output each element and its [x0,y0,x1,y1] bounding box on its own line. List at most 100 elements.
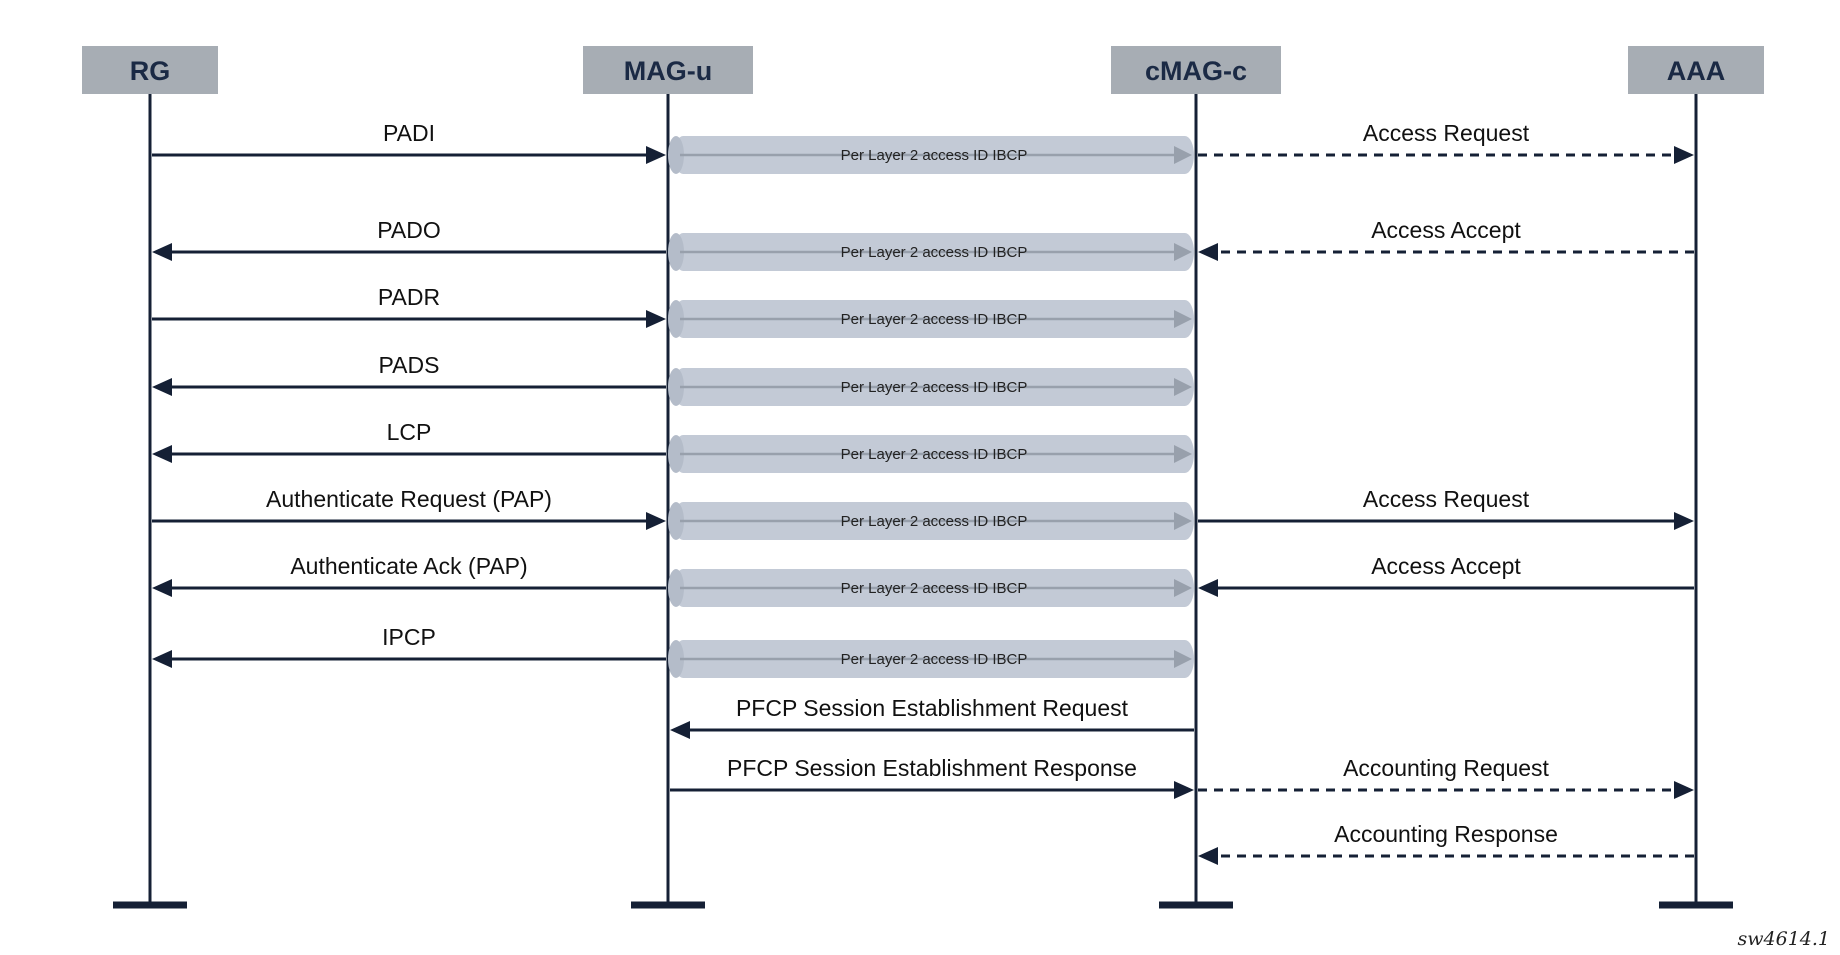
arrow-padr [152,310,666,328]
tunnel-pipe-end [668,640,684,678]
message-row-9: PFCP Session Establishment Request [670,695,1194,739]
arrow-pado [152,243,666,261]
message-label: LCP [387,419,432,445]
tunnel-label: Per Layer 2 access ID IBCP [841,513,1028,530]
message-label: Access Accept [1371,217,1521,243]
tunnel-pipe-end [668,435,684,473]
message-row-7: Authenticate Ack (PAP) Access Accept [152,553,1694,597]
ibcp-tunnels: Per Layer 2 access ID IBCP Per Layer 2 ac… [668,136,1194,678]
arrow-head [152,243,172,261]
tunnel-arrow-head [1174,579,1192,597]
tunnel-arrow-head [1174,243,1192,261]
message-label: Authenticate Ack (PAP) [290,553,527,579]
tunnel-arrow-head [1174,512,1192,530]
arrow-accounting-response [1198,847,1694,865]
ibcp-tunnel: Per Layer 2 access ID IBCP [668,136,1194,174]
arrow-head [646,310,666,328]
arrow-head [1198,579,1218,597]
ibcp-tunnel: Per Layer 2 access ID IBCP [668,435,1194,473]
arrow-authenticate-request-pap [152,512,666,530]
message-label: PADR [378,284,440,310]
arrow-access-request [1198,512,1694,530]
arrow-head [152,650,172,668]
ibcp-tunnel: Per Layer 2 access ID IBCP [668,502,1194,540]
arrow-pads [152,378,666,396]
actor-mag-u: MAG-u [583,46,753,909]
actor-box [1628,46,1764,94]
arrow-head [1198,847,1218,865]
message-label: PADI [383,120,435,146]
message-row-8: IPCP [152,624,666,668]
actor-box [1111,46,1281,94]
actor-aaa: AAA [1628,46,1764,909]
arrow-head [152,378,172,396]
message-label: Accounting Request [1343,755,1549,781]
arrow-head [1174,781,1194,799]
tunnel-pipe-end [668,569,684,607]
message-label: Authenticate Request (PAP) [266,486,552,512]
message-label: Accounting Response [1334,821,1558,847]
arrow-access-accept [1198,579,1694,597]
message-row-6: Authenticate Request (PAP) Access Request [152,486,1694,530]
actor-label: cMAG-c [1145,56,1247,86]
arrow-head [1674,512,1694,530]
arrow-head [646,146,666,164]
arrow-head [1674,146,1694,164]
actors: RG MAG-u cMAG-c AAA [82,46,1764,909]
actor-box [583,46,753,94]
ibcp-tunnel: Per Layer 2 access ID IBCP [668,569,1194,607]
arrow-pfcp-session-establishment-request [670,721,1194,739]
arrow-head [152,579,172,597]
message-row-5: LCP [152,419,666,463]
tunnel-arrow-head [1174,310,1192,328]
message-label: PFCP Session Establishment Response [727,755,1137,781]
message-row-10: PFCP Session Establishment Response Accou… [670,755,1694,799]
tunnel-label: Per Layer 2 access ID IBCP [841,446,1028,463]
message-label: PADO [377,217,440,243]
tunnel-pipe-end [668,368,684,406]
tunnel-pipe-end [668,502,684,540]
message-row-4: PADS [152,352,666,396]
message-label: Access Request [1363,486,1530,512]
message-row-3: PADR [152,284,666,328]
tunnel-label: Per Layer 2 access ID IBCP [841,651,1028,668]
arrow-head [646,512,666,530]
ibcp-tunnel: Per Layer 2 access ID IBCP [668,233,1194,271]
tunnel-label: Per Layer 2 access ID IBCP [841,580,1028,597]
message-row-2: PADO Access Accept [152,217,1694,261]
tunnel-label: Per Layer 2 access ID IBCP [841,311,1028,328]
arrow-authenticate-ack-pap [152,579,666,597]
arrow-head [152,445,172,463]
ibcp-tunnel: Per Layer 2 access ID IBCP [668,368,1194,406]
arrow-access-accept [1198,243,1694,261]
tunnel-arrow-head [1174,146,1192,164]
message-label: Access Request [1363,120,1530,146]
tunnel-pipe-end [668,233,684,271]
arrow-padi [152,146,666,164]
actor-label: AAA [1667,56,1726,86]
message-label: IPCP [382,624,436,650]
tunnel-pipe-end [668,136,684,174]
arrow-access-request [1198,146,1694,164]
message-label: PFCP Session Establishment Request [736,695,1129,721]
actor-label: RG [130,56,171,86]
tunnel-arrow-head [1174,445,1192,463]
tunnel-pipe-end [668,300,684,338]
tunnel-arrow-head [1174,378,1192,396]
actor-label: MAG-u [624,56,712,86]
arrow-head [1674,781,1694,799]
arrow-lcp [152,445,666,463]
message-row-1: PADI Access Request [152,120,1694,164]
message-label: PADS [379,352,440,378]
tunnel-arrow-head [1174,650,1192,668]
message-row-11: Accounting Response [1198,821,1694,865]
tunnel-label: Per Layer 2 access ID IBCP [841,147,1028,164]
arrow-head [1198,243,1218,261]
message-label: Access Accept [1371,553,1521,579]
arrow-pfcp-session-establishment-response [670,781,1194,799]
actor-rg: RG [82,46,218,909]
tunnel-label: Per Layer 2 access ID IBCP [841,244,1028,261]
ibcp-tunnel: Per Layer 2 access ID IBCP [668,300,1194,338]
